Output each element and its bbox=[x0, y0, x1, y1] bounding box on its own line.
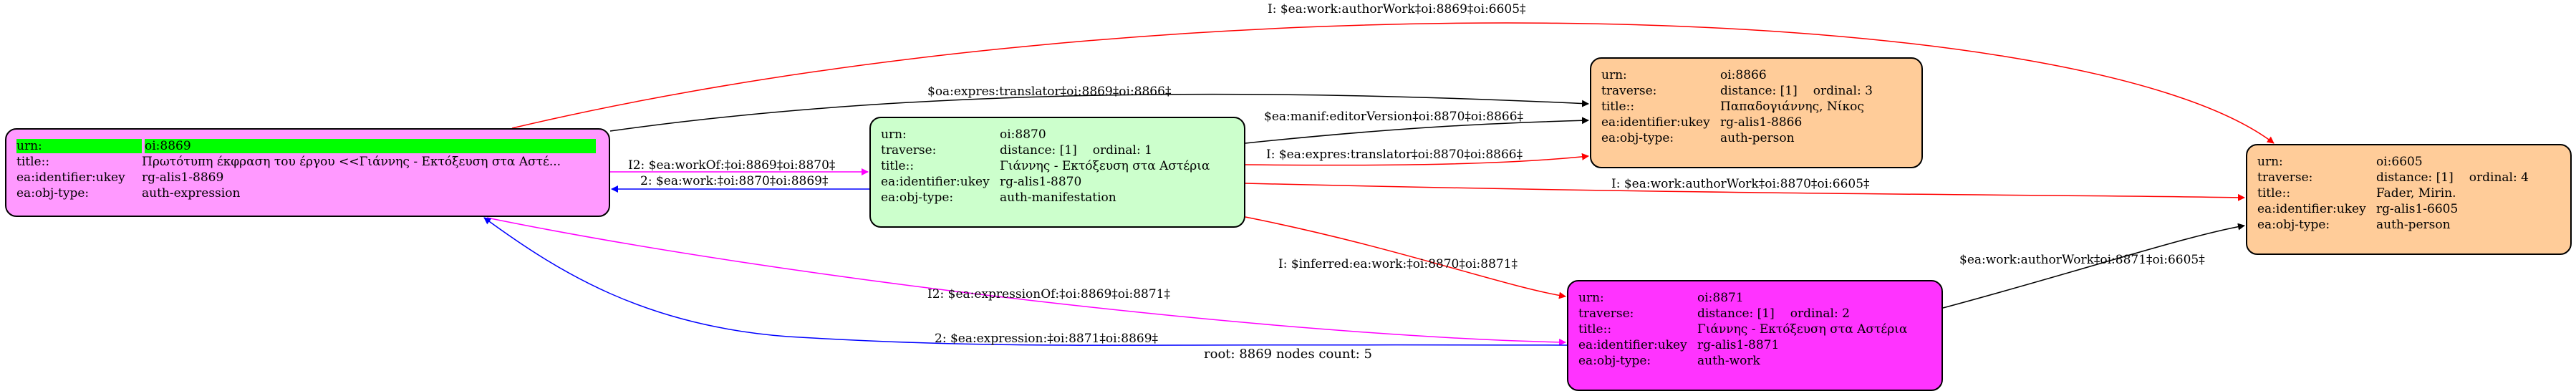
node-6605-objtype-key: ea:obj-type: bbox=[2257, 218, 2330, 232]
edge-label-inferredwork-8870-8871: I: $inferred:ea:work:‡oi:8870‡oi:8871‡ bbox=[1278, 257, 1518, 271]
graph-caption: root: 8869 nodes count: 5 bbox=[1204, 347, 1372, 362]
edge-label-expression-8871-8869: 2: $ea:expression:‡oi:8871‡oi:8869‡ bbox=[935, 332, 1159, 346]
node-8871-objtype-key: ea:obj-type: bbox=[1578, 354, 1651, 368]
node-8866-ordinal: ordinal: 3 bbox=[1813, 84, 1873, 98]
edge-label-editorversion-8870-8866: $ea:manif:editorVersion‡oi:8870‡oi:8866‡ bbox=[1264, 110, 1524, 124]
node-8869-urn-key: urn: bbox=[16, 139, 142, 153]
node-8871[interactable]: urn: oi:8871 traverse: distance: [1] ordina… bbox=[1567, 280, 1943, 391]
node-8871-ordinal: ordinal: 2 bbox=[1790, 306, 1850, 321]
node-8871-urn-value: oi:8871 bbox=[1697, 291, 1744, 305]
node-6605-ordinal: ordinal: 4 bbox=[2469, 170, 2529, 185]
edge-label-authorwork-8869-6605: I: $ea:work:authorWork‡oi:8869‡oi:6605‡ bbox=[1268, 2, 1526, 16]
node-8869-title-row: title:: Πρωτότυπη έκφραση του έργου <<Γι… bbox=[16, 154, 599, 170]
node-8869-objtype-row: ea:obj-type: auth-expression bbox=[16, 185, 599, 201]
node-8869[interactable]: urn: oi:8869 title:: Πρωτότυπη έκφραση τ… bbox=[5, 128, 610, 217]
node-8870-title-key: title:: bbox=[881, 159, 915, 173]
edge-authorwork-8870-6605 bbox=[1245, 183, 2245, 201]
node-6605-urn-value: oi:6605 bbox=[2376, 155, 2423, 169]
node-8866-urn-value: oi:8866 bbox=[1720, 68, 1767, 82]
node-8870-objtype-value: auth-manifestation bbox=[1000, 190, 1116, 205]
node-8869-ukey-row: ea:identifier:ukey rg-alis1-8869 bbox=[16, 170, 599, 185]
edges-layer: I: $ea:work:authorWork‡oi:8869‡oi:6605‡ … bbox=[483, 2, 2274, 346]
node-6605-traverse-key: traverse: bbox=[2257, 170, 2313, 185]
node-8871-title-key: title:: bbox=[1578, 322, 1612, 337]
node-6605[interactable]: urn: oi:6605 traverse: distance: [1] ordina… bbox=[2246, 144, 2572, 255]
node-8866-urn-key: urn: bbox=[1601, 68, 1627, 82]
node-8869-title-key: title:: bbox=[16, 155, 50, 169]
node-8869-urn-row: urn: oi:8869 bbox=[16, 138, 599, 154]
edge-label-expressionof-8869-8871: I2: $ea:expressionOf:‡oi:8869‡oi:8871‡ bbox=[927, 287, 1170, 301]
node-8870-objtype-key: ea:obj-type: bbox=[881, 190, 954, 205]
node-8870-ukey-value: rg-alis1-8870 bbox=[1000, 175, 1082, 189]
node-8866-title-value: Παπαδογιάννης, Νίκος bbox=[1720, 100, 1864, 114]
node-8870[interactable]: urn: oi:8870 traverse: distance: [1] ordina… bbox=[869, 117, 1245, 228]
node-8866-ukey-key: ea:identifier:ukey bbox=[1601, 115, 1710, 130]
node-6605-urn-key: urn: bbox=[2257, 155, 2283, 169]
node-8871-urn-key: urn: bbox=[1578, 291, 1604, 305]
node-8866[interactable]: urn: oi:8866 traverse: distance: [1] ordina… bbox=[1590, 57, 1923, 168]
node-8870-ordinal: ordinal: 1 bbox=[1092, 143, 1152, 158]
node-8866-ukey-value: rg-alis1-8866 bbox=[1720, 115, 1803, 130]
edge-expressionof-8869-8871 bbox=[486, 217, 1566, 346]
node-8870-ukey-key: ea:identifier:ukey bbox=[881, 175, 990, 189]
edge-label-authorwork-8871-6605: $ea:work:authorWork‡oi:8871‡oi:6605‡ bbox=[1959, 253, 2205, 267]
node-6605-title-value: Fader, Mirin. bbox=[2376, 186, 2456, 201]
node-8866-objtype-key: ea:obj-type: bbox=[1601, 131, 1674, 145]
node-6605-ukey-key: ea:identifier:ukey bbox=[2257, 202, 2366, 216]
node-8869-title-value: Πρωτότυπη έκφραση του έργου <<Γιάννης - … bbox=[142, 155, 561, 169]
node-8870-traverse-key: traverse: bbox=[881, 143, 937, 158]
edge-label-authorwork-8870-6605: I: $ea:work:authorWork‡oi:8870‡oi:6605‡ bbox=[1611, 177, 1870, 191]
edge-label-workof-8869-8870: I2: $ea:workOf:‡oi:8869‡oi:8870‡ bbox=[628, 158, 836, 173]
node-8869-objtype-value: auth-expression bbox=[142, 186, 241, 201]
node-8869-objtype-key: ea:obj-type: bbox=[16, 186, 90, 201]
node-8871-title-value: Γιάννης - Εκτόξευση στα Αστέρια bbox=[1697, 322, 1908, 337]
node-6605-ukey-value: rg-alis1-6605 bbox=[2376, 202, 2459, 216]
edge-authorwork-8871-6605 bbox=[1942, 223, 2245, 309]
node-8869-urn-value: oi:8869 bbox=[145, 139, 596, 153]
node-8871-distance: distance: [1] bbox=[1697, 306, 1775, 321]
node-8869-ukey-key: ea:identifier:ukey bbox=[16, 170, 125, 185]
node-8870-urn-key: urn: bbox=[881, 127, 907, 142]
node-6605-title-key: title:: bbox=[2257, 186, 2291, 201]
edge-translator-8870-8866 bbox=[1245, 153, 1589, 166]
edge-label-translator-8870-8866: I: $ea:expres:translator‡oi:8870‡oi:8866… bbox=[1266, 148, 1523, 162]
node-8866-traverse-key: traverse: bbox=[1601, 84, 1657, 98]
node-8871-ukey-key: ea:identifier:ukey bbox=[1578, 338, 1687, 352]
node-8870-distance: distance: [1] bbox=[1000, 143, 1077, 158]
edge-translator-8869-8866 bbox=[609, 93, 1589, 132]
edge-label-work-8870-8869: 2: $ea:work:‡oi:8870‡oi:8869‡ bbox=[640, 174, 829, 188]
node-8866-title-key: title:: bbox=[1601, 100, 1635, 114]
node-6605-objtype-value: auth-person bbox=[2376, 218, 2451, 232]
node-8870-urn-value: oi:8870 bbox=[1000, 127, 1046, 142]
edge-editorversion-8870-8866 bbox=[1245, 117, 1589, 144]
node-8866-distance: distance: [1] bbox=[1720, 84, 1798, 98]
edge-expression-8871-8869 bbox=[483, 217, 1568, 346]
node-8870-title-value: Γιάννης - Εκτόξευση στα Αστέρια bbox=[1000, 159, 1210, 173]
edge-label-translator-8869-8866: $oa:expres:translator‡oi:8869‡oi:8866‡ bbox=[927, 85, 1172, 99]
edge-authorwork-8869-6605 bbox=[511, 22, 2274, 144]
edge-inferredwork-8870-8871 bbox=[1245, 216, 1566, 299]
node-8869-ukey-value: rg-alis1-8869 bbox=[142, 170, 224, 185]
node-8871-traverse-key: traverse: bbox=[1578, 306, 1634, 321]
node-6605-distance: distance: [1] bbox=[2376, 170, 2454, 185]
node-8866-objtype-value: auth-person bbox=[1720, 131, 1795, 145]
